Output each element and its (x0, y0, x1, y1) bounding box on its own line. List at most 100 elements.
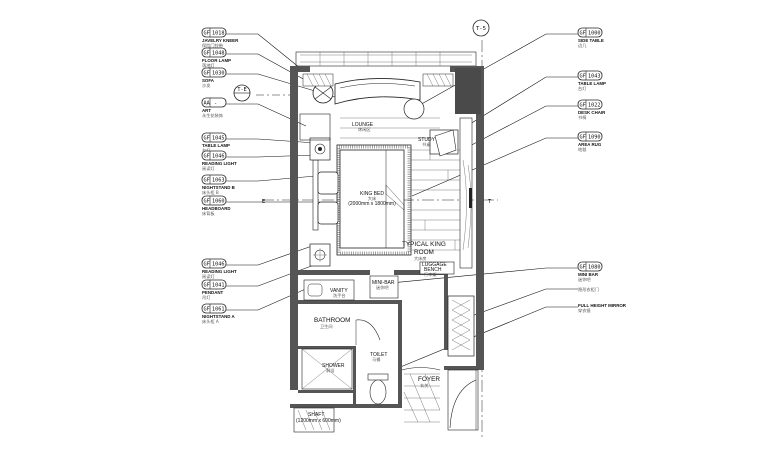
bathroom-label-cn: 卫生间 (320, 323, 333, 330)
svg-text:GF: GF (204, 262, 210, 268)
svg-text:1043: 1043 (588, 74, 601, 80)
svg-text:SIDE TABLE: SIDE TABLE (578, 38, 604, 43)
svg-text:1061: 1061 (212, 307, 225, 313)
svg-text:GF: GF (204, 71, 210, 77)
leader-lines (226, 33, 578, 369)
svg-text:GF: GF (580, 265, 586, 271)
shower-label-cn: 淋浴 (326, 367, 335, 374)
svg-text:床背板: 床背板 (202, 210, 215, 217)
foyer-label-cn: 玄关 (420, 382, 428, 389)
study-label-cn: 书桌 (422, 141, 431, 148)
left-tag: GF 1045 TABLE LAMP 台灯 (201, 132, 230, 154)
luggage-label-1: LUGGAGE (422, 262, 447, 268)
room-title-line1: TYPICAL KING (402, 241, 446, 248)
svg-text:1045: 1045 (212, 136, 225, 142)
svg-text:1080: 1080 (588, 265, 601, 271)
svg-text:1048: 1048 (212, 51, 225, 57)
bed-size: (2000mm x 1800mm) (348, 201, 396, 207)
left-tag: GF 1060 HEADBOARD 床背板 (201, 195, 231, 217)
svg-text:1090: 1090 (588, 135, 601, 141)
room-labels: LOUNGE 休闲区 STUDY 书桌 KING BED 大床 (2000mm … (296, 122, 447, 424)
svg-text:边几: 边几 (578, 42, 587, 49)
left-tag: GF 1063 NIGHTSTAND B 床头柜 B (201, 174, 235, 196)
svg-text:GF: GF (204, 136, 210, 142)
wood-floor (340, 117, 470, 251)
svg-text:1000: 1000 (588, 31, 601, 37)
svg-text:AREA RUG: AREA RUG (578, 142, 602, 147)
svg-text:沙发: 沙发 (202, 82, 211, 89)
foyer-tiles (403, 373, 441, 423)
axis-tick-t: T (488, 199, 491, 205)
svg-text:TABLE LAMP: TABLE LAMP (202, 143, 230, 148)
svg-text:GF: GF (204, 307, 210, 313)
svg-text:SOFA: SOFA (202, 78, 215, 83)
structural-column (455, 68, 481, 114)
svg-text:GF: GF (204, 283, 210, 289)
svg-text:JAVELRY KNEER: JAVELRY KNEER (202, 38, 239, 43)
vanity-label-cn: 洗手台 (333, 292, 346, 299)
axis-marker: T-E (233, 84, 251, 102)
svg-text:阅读灯: 阅读灯 (202, 165, 215, 172)
svg-text:NIGHTSTAND A: NIGHTSTAND A (202, 314, 236, 319)
shower-label: SHOWER (322, 363, 345, 369)
right-tag: GF 1080 MINI BAR 迷你吧 (577, 261, 603, 283)
bed-label: KING BED (360, 191, 384, 197)
shaft-size: (1200mm x 600mm) (296, 418, 341, 424)
svg-text:GF: GF (204, 51, 210, 57)
left-tag: AA - ART 永生花装饰 (201, 97, 227, 119)
svg-text:READING LIGHT: READING LIGHT (202, 161, 237, 166)
shaft-label: SHAFT (308, 412, 324, 418)
toilet-label: TOILET (370, 352, 387, 358)
svg-text:-: - (214, 101, 217, 107)
left-tag: GF 1041 PENDANT 吊灯 (201, 279, 227, 301)
svg-text:吊灯: 吊灯 (202, 294, 211, 301)
svg-text:GF: GF (580, 103, 586, 109)
section-tag-label: T-5 (476, 26, 486, 32)
room-title-cn: 大床房 (414, 255, 427, 262)
lounge-label-cn: 休闲区 (358, 126, 371, 133)
svg-text:MINI BAR: MINI BAR (578, 272, 599, 277)
svg-text:GF: GF (204, 31, 210, 37)
svg-text:台灯: 台灯 (202, 147, 211, 154)
svg-text:1041: 1041 (212, 283, 225, 289)
right-tag: GF 1022 DESK CHAIR 书椅 (577, 99, 606, 121)
svg-text:1046: 1046 (212, 154, 225, 160)
svg-text:地毯: 地毯 (578, 146, 587, 152)
svg-text:书椅: 书椅 (578, 114, 586, 121)
svg-text:床头柜 B: 床头柜 B (202, 189, 219, 196)
svg-text:保险门铃带: 保险门铃带 (202, 42, 223, 49)
svg-text:台灯: 台灯 (578, 85, 587, 92)
window-mullions (319, 52, 441, 66)
mirror-note-cn: 穿衣镜 (578, 307, 591, 314)
svg-text:FLOOR LAMP: FLOOR LAMP (202, 58, 231, 63)
svg-text:GF: GF (204, 154, 210, 160)
king-bed (339, 149, 405, 249)
svg-text:床头柜 A: 床头柜 A (202, 318, 219, 325)
svg-text:GF: GF (204, 178, 210, 184)
left-tag: GF 1046 READING LIGHT 阅读灯 (201, 150, 237, 172)
axis-tick-e: E (262, 199, 265, 205)
luggage-label-cn: 行李架 (424, 271, 437, 278)
study-label: STUDY (418, 137, 436, 143)
axis-marker-label: T-E (237, 87, 246, 93)
svg-text:1060: 1060 (212, 199, 225, 205)
left-tag: GF 1048 FLOOR LAMP 落地灯 (201, 47, 231, 69)
svg-text:NIGHTSTAND B: NIGHTSTAND B (202, 185, 235, 190)
mirror-note: FULL HEIGHT MIRROR (578, 303, 627, 308)
svg-text:GF: GF (204, 199, 210, 205)
svg-text:迷你吧: 迷你吧 (578, 276, 591, 283)
svg-text:DESK CHAIR: DESK CHAIR (578, 110, 606, 115)
svg-text:1030: 1030 (212, 71, 225, 77)
section-tag: T-5 (472, 19, 490, 37)
right-tag: GF 1000 SIDE TABLE 边几 (577, 27, 604, 49)
vanity-label: VANITY (330, 288, 348, 294)
svg-text:TABLE LAMP: TABLE LAMP (578, 81, 606, 86)
bathroom-label: BATHROOM (314, 317, 350, 324)
svg-text:HEADBOARD: HEADBOARD (202, 206, 231, 211)
luggage-label-2: BENCH (424, 267, 442, 273)
toilet-label-cn: 马桶 (372, 356, 380, 363)
right-tag: GF 1043 TABLE LAMP 台灯 (577, 70, 606, 92)
wardrobe (447, 295, 475, 357)
svg-text:GF: GF (580, 135, 586, 141)
